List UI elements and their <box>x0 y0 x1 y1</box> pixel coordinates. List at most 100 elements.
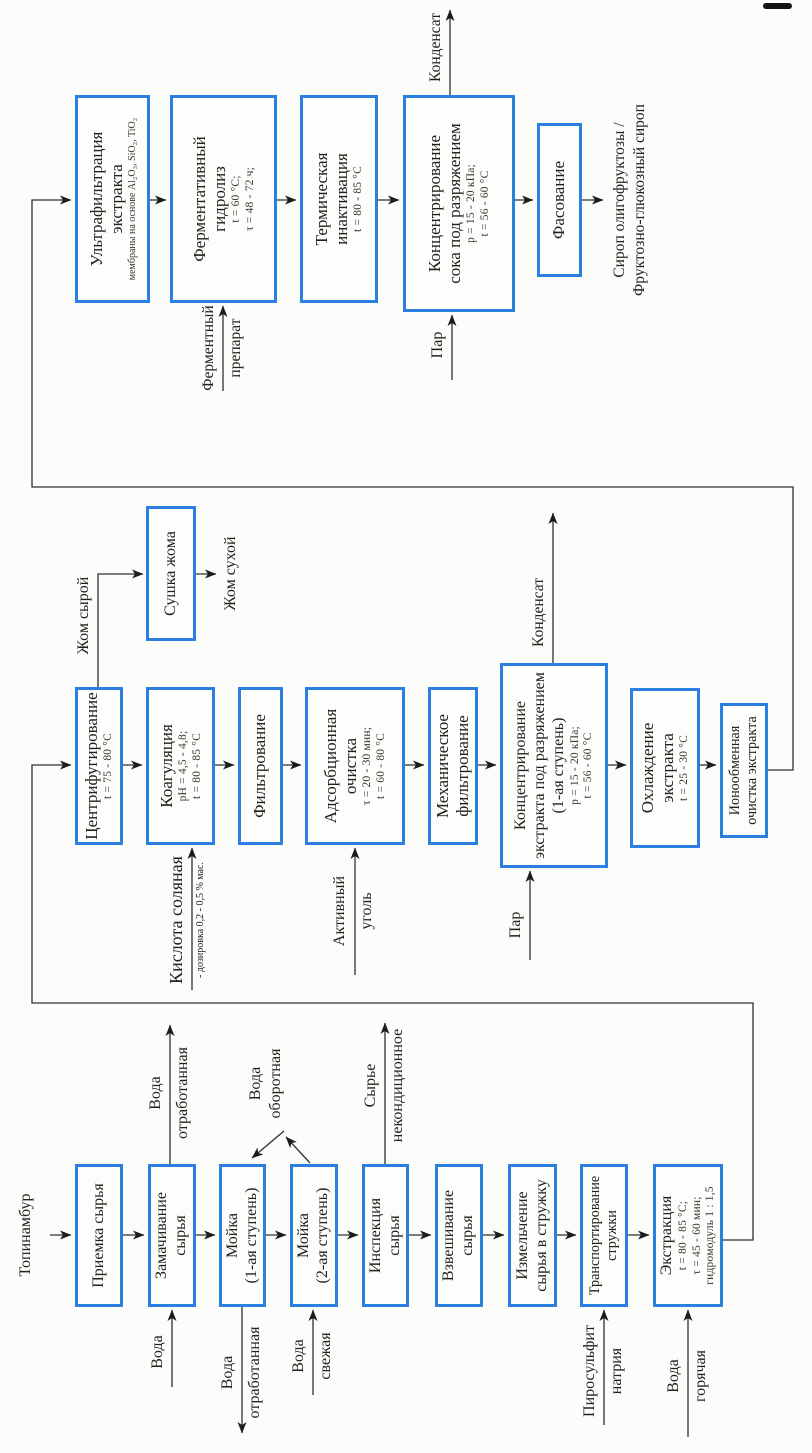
label-text: Конденсат <box>427 13 444 82</box>
box-title: Замачивание <box>153 1192 171 1279</box>
box-param: τ = 48 - 72 ч; <box>243 166 256 232</box>
box-title: Сушка жома <box>161 531 179 616</box>
box-param: t = 80 - 85 °С <box>352 166 365 232</box>
label-text: Фруктозно-глюкозный сироп <box>631 104 648 296</box>
label-text: свежая <box>317 1332 334 1380</box>
box-title: стружки <box>604 1210 620 1261</box>
box-title: сырья <box>459 1215 476 1256</box>
box-title: Концентрирование <box>512 700 530 831</box>
label-aktivnyi-ugol: Активный уголь <box>330 851 377 971</box>
box-title: сока под разряжением <box>445 123 465 284</box>
box-title: (1-ая ступень) <box>549 717 567 814</box>
box-title: Концентрирование <box>425 134 445 273</box>
box-param: гидромодуль 1 : 1,5 <box>704 1186 717 1285</box>
label-text: отработанная <box>246 1326 263 1419</box>
label-text: Вода <box>247 1066 264 1101</box>
label-text: Пар <box>507 911 524 939</box>
box-title: Мойка <box>295 1212 313 1259</box>
process-box-moika-2: Мойка(2-ая ступень) <box>290 1164 338 1307</box>
box-param: pH = 4,5 - 4,8; <box>176 730 189 802</box>
box-title: Мойка <box>223 1212 241 1259</box>
box-title: (2-ая ступень) <box>314 1187 331 1284</box>
box-title: Центрифугирование <box>82 692 102 840</box>
box-title: Взвешивание <box>440 1189 458 1282</box>
label-kondensat-sok: Конденсат <box>426 0 446 95</box>
label-zhom-syroi: Жом сырой <box>74 568 94 663</box>
process-box-priemka-syrya: Приемка сырья <box>75 1164 123 1307</box>
label-text: Активный <box>331 875 348 947</box>
label-text: Сироп олигофруктозы / <box>611 122 628 278</box>
box-param: t = 80 - 85 °С <box>190 733 203 799</box>
label-text: препарат <box>227 318 244 378</box>
box-param: τ = 45 - 60 мин; <box>690 1196 703 1275</box>
box-title: Фильтрование <box>250 714 270 818</box>
label-kondensat-ekstrakt: Конденсат <box>529 565 549 660</box>
label-zhom-suhoi: Жом сухой <box>221 526 241 621</box>
label-text: Ферментный <box>200 305 217 391</box>
label-text: Вода <box>219 1355 236 1390</box>
process-box-fasovanie: Фасование <box>537 123 582 277</box>
label-par-sok: Пар <box>428 317 448 373</box>
box-title: Охлаждение <box>638 722 658 814</box>
label-text: некондиционное <box>389 1028 406 1143</box>
box-title: инактивация <box>332 153 352 245</box>
label-voda-svezhaya: Вода свежая <box>289 1311 336 1401</box>
box-title: Ферментативный <box>189 136 209 262</box>
box-param: t = 80 - 85 °С; <box>677 1200 690 1271</box>
box-title: Ионообменная <box>727 725 744 816</box>
label-text: Вода <box>147 1076 164 1110</box>
box-title: сырья <box>172 1215 189 1256</box>
label-text: Вода <box>149 1335 166 1369</box>
process-box-filtrovanie: Фильтрование <box>238 687 283 845</box>
label-text: оборотная <box>267 1048 284 1119</box>
label-fermentnyi-preparat: Ферментный препарат <box>199 298 246 398</box>
box-title: очистка <box>341 737 361 795</box>
label-text: уголь <box>358 892 375 930</box>
label-voda-goryachaya: Вода горячая <box>664 1321 711 1431</box>
box-param: t = 60 - 80 °С <box>375 733 388 799</box>
label-text: Пар <box>429 331 446 359</box>
label-voda-otrabotannaya-out: Вода отработанная <box>146 1028 193 1158</box>
label-par-ekstrakt: Пар <box>506 895 526 955</box>
box-param: p = 15 - 20 кПа; <box>465 164 478 243</box>
box-title: Адсорбционная <box>321 708 341 824</box>
box-title: Коагуляция <box>156 724 176 808</box>
label-text: Жом сырой <box>75 576 92 655</box>
connector-lines <box>31 9 794 1437</box>
box-title: экстракта под разряжением <box>531 672 548 859</box>
box-title: Инспекция <box>366 1197 384 1274</box>
process-box-moika-1: Мойка(1-ая ступень) <box>219 1164 266 1307</box>
label-text: Вода <box>290 1339 307 1373</box>
label-text: Жом сухой <box>222 536 239 611</box>
label-text: Конденсат <box>530 578 547 647</box>
label-text: отработанная <box>174 1047 191 1139</box>
box-param: t = 25 - 30 °С <box>678 735 691 801</box>
box-title: Приемка сырья <box>89 1183 107 1288</box>
box-param: p = 15 - 20 кПа; <box>568 726 581 805</box>
box-title: Фасование <box>549 160 569 240</box>
label-voda-in: Вода <box>148 1313 168 1391</box>
label-text: горячая <box>692 1349 709 1403</box>
label-text: Кислота соляная <box>166 856 186 984</box>
label-text: Вода <box>665 1359 682 1393</box>
label-text: - дозировка 0,2 - 0,5 % мас. <box>195 862 206 978</box>
box-param: t = 75 - 80 °С <box>102 733 115 799</box>
box-title: фильтрование <box>453 715 472 817</box>
